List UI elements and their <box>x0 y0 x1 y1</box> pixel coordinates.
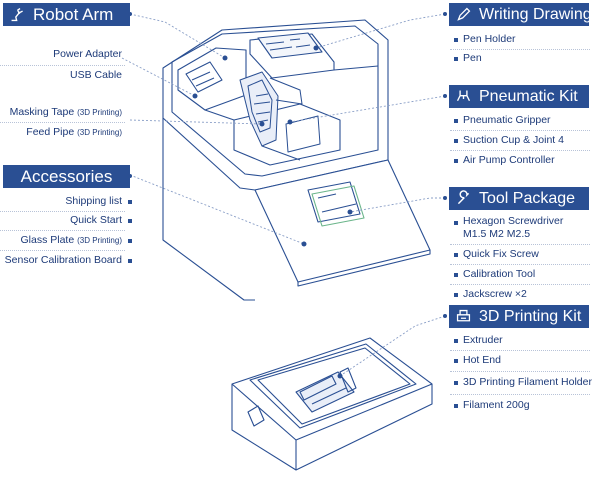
tool-package-dot <box>443 196 447 200</box>
bullet <box>454 404 458 408</box>
bullet <box>454 253 458 257</box>
tool-item-calibration-tool: Calibration Tool <box>463 268 536 280</box>
bullet <box>128 219 132 223</box>
robot-arm-figure <box>239 71 321 161</box>
bullet <box>454 359 458 363</box>
pneumatic-title: Pneumatic Kit <box>479 87 578 105</box>
accessories-header: Accessories <box>3 165 130 188</box>
divider <box>450 130 590 131</box>
printing-item-extruder: Extruder <box>463 334 503 346</box>
robot-arm-item-usb-cable: USB Cable <box>70 69 122 81</box>
gripper-icon <box>456 90 471 102</box>
printing-kit-box <box>231 337 433 471</box>
writing-kit-header: Writing Drawing Kit <box>449 3 600 26</box>
robot-arm-item-feed-pipe: Feed Pipe (3D Printing) <box>26 126 122 138</box>
bullet <box>128 259 132 263</box>
bullet <box>454 293 458 297</box>
divider <box>450 371 590 372</box>
writing-item-pen: Pen <box>463 52 482 64</box>
power-adapter <box>185 61 223 93</box>
printing-kit-title: 3D Printing Kit <box>479 307 582 325</box>
writing-item-pen-holder: Pen Holder <box>463 33 516 45</box>
writing-kit-tray <box>257 32 323 59</box>
divider <box>450 150 590 151</box>
divider <box>450 244 590 245</box>
tool-package-title: Tool Package <box>479 189 576 207</box>
printing-item-filament: Filament 200g <box>463 399 530 411</box>
divider <box>450 394 590 395</box>
printer-icon <box>456 309 471 322</box>
printing-kit-header: 3D Printing Kit <box>449 305 589 328</box>
robot-arm-header: Robot Arm <box>3 3 130 26</box>
bullet <box>454 38 458 42</box>
bullet <box>454 221 458 225</box>
bullet <box>454 159 458 163</box>
tool-item-hexagon-screwdriver: Hexagon Screwdriver M1.5 M2 M2.5 <box>463 215 564 240</box>
divider <box>450 284 590 285</box>
writing-kit-dot <box>443 12 447 16</box>
tool-item-jackscrew: Jackscrew ×2 <box>463 288 527 300</box>
bullet <box>128 200 132 204</box>
divider <box>0 65 125 66</box>
pneumatic-item-air-pump: Air Pump Controller <box>463 154 555 166</box>
divider <box>0 211 125 212</box>
bullet <box>454 273 458 277</box>
pneumatic-header: Pneumatic Kit <box>449 85 589 108</box>
accessories-title: Accessories <box>20 166 113 186</box>
tool-item-quick-fix-screw: Quick Fix Screw <box>463 248 539 260</box>
bullet <box>454 57 458 61</box>
robot-arm-title: Robot Arm <box>33 4 114 24</box>
wrench-icon <box>457 190 470 205</box>
divider <box>450 264 590 265</box>
divider <box>0 250 125 251</box>
leader-endpoints <box>192 45 353 379</box>
accessory-shipping-list: Shipping list <box>65 195 122 207</box>
divider <box>450 49 590 50</box>
printing-kit-dot <box>443 314 447 318</box>
pneumatic-item-gripper: Pneumatic Gripper <box>463 114 551 126</box>
accessory-quick-start: Quick Start <box>70 214 122 226</box>
divider <box>0 122 125 123</box>
accessory-sensor-calibration-board: Sensor Calibration Board <box>4 254 122 266</box>
bullet <box>454 119 458 123</box>
accessory-glass-plate: Glass Plate (3D Printing) <box>20 234 122 246</box>
pneumatic-dot <box>443 94 447 98</box>
pneumatic-item-suction-cup: Suction Cup & Joint 4 <box>463 134 564 146</box>
robot-arm-item-power-adapter: Power Adapter <box>53 48 122 60</box>
bullet <box>454 139 458 143</box>
bullet <box>454 339 458 343</box>
bullet <box>128 239 132 243</box>
pen-icon <box>457 7 471 21</box>
printing-item-hot-end: Hot End <box>463 354 501 366</box>
tool-package-header: Tool Package <box>449 187 589 210</box>
divider <box>0 230 125 231</box>
robot-arm-dot <box>128 12 132 16</box>
accessories-dot <box>128 174 132 178</box>
printing-item-filament-holder: 3D Printing Filament Holder <box>463 376 592 388</box>
bullet <box>454 381 458 385</box>
divider <box>450 350 590 351</box>
leader-lines <box>121 13 446 377</box>
accessory-drawer <box>254 159 431 287</box>
robot-arm-item-masking-tape: Masking Tape (3D Printing) <box>9 106 122 118</box>
writing-kit-title: Writing Drawing Kit <box>479 5 600 23</box>
robot-arm-icon <box>11 7 23 22</box>
